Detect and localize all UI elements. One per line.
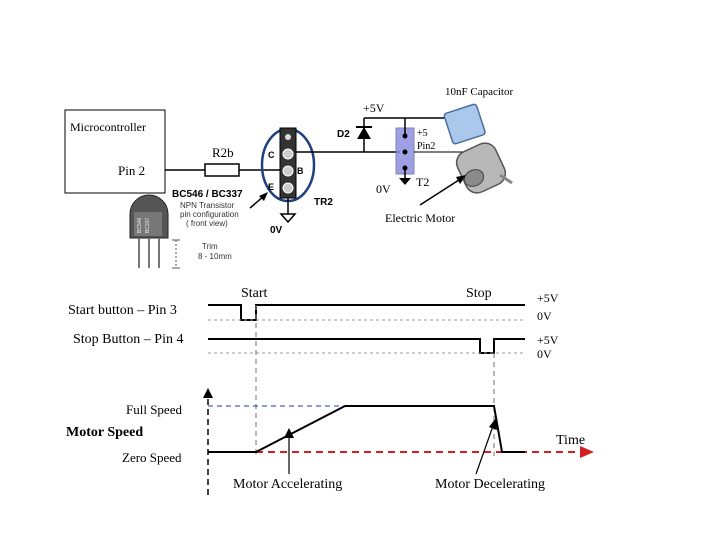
diode-d2 [357,127,371,139]
microcontroller-label: Microcontroller [70,120,146,134]
pin-b-label: B [297,166,304,176]
ground-symbol-motor [399,178,411,185]
pin2-label: Pin 2 [118,163,145,178]
transistor-title: BC546 / BC337 [172,189,243,200]
motor-pointer [419,177,463,206]
level-low-2: 0V [537,347,552,361]
tr2-label: TR2 [314,197,333,208]
pin-e-label: E [268,182,274,192]
stop-marker-label: Stop [466,286,492,301]
accel-pointer-head [284,428,294,438]
supply-label: +5V [363,101,385,115]
start-button-signal [208,304,525,321]
motor-label: Electric Motor [385,211,455,225]
transistor-pin-e [282,182,294,194]
motor-pointer-head [456,175,466,184]
transistor-desc2: pin configuration [180,210,239,219]
terminal-t2-label: T2 [416,175,429,189]
electric-motor [455,142,513,194]
capacitor-label: 10nF Capacitor [445,86,513,98]
package-text2: BC337 [145,217,151,233]
transistor-desc3: ( front view) [186,219,228,228]
transistor-pin-c [282,148,294,160]
transistor-pin-b [282,165,294,177]
terminal-pin2-label: Pin2 [417,141,435,152]
resistor-r2b [204,163,240,177]
pin-c-label: C [268,150,275,160]
transistor-package-face [134,212,162,236]
stop-button-label: Stop Button – Pin 4 [73,332,183,347]
trim-label: Trim [202,242,218,251]
time-axis-arrow [580,446,594,458]
ground-symbol-transistor [279,213,297,224]
zero-speed-label: Zero Speed [122,450,182,465]
transistor-desc1: NPN Transistor [180,201,235,210]
start-marker-label: Start [241,286,268,301]
speed-axis-arrow [203,388,213,398]
diode-label: D2 [337,129,350,140]
decel-pointer [475,425,494,475]
transistor-top-hole [285,134,291,140]
level-high-1: +5V [537,291,559,305]
accel-label: Motor Accelerating [233,477,342,492]
microcontroller-box [64,109,166,194]
decel-pointer-head [489,418,497,430]
package-text1: BC546 [137,217,143,233]
resistor-label: R2b [212,145,234,160]
capacitor-10nf [443,103,486,145]
level-low-1: 0V [537,309,552,323]
motor-speed-label: Motor Speed [66,425,143,440]
terminal-plus5-label: +5 [417,128,428,139]
decel-label: Motor Decelerating [435,477,545,492]
terminal-node-pin2 [402,149,408,155]
trim-value: 8 - 10mm [198,252,232,261]
full-speed-label: Full Speed [126,402,182,417]
start-button-label: Start button – Pin 3 [68,303,177,318]
time-label: Time [556,433,585,448]
level-high-2: +5V [537,333,559,347]
ground-0v-motor-label: 0V [376,182,391,196]
motor-speed-profile [208,405,525,453]
ground-0v-transistor-label: 0V [270,225,283,236]
transistor-pointer-head [259,192,268,201]
terminal-node-plus [402,133,408,139]
